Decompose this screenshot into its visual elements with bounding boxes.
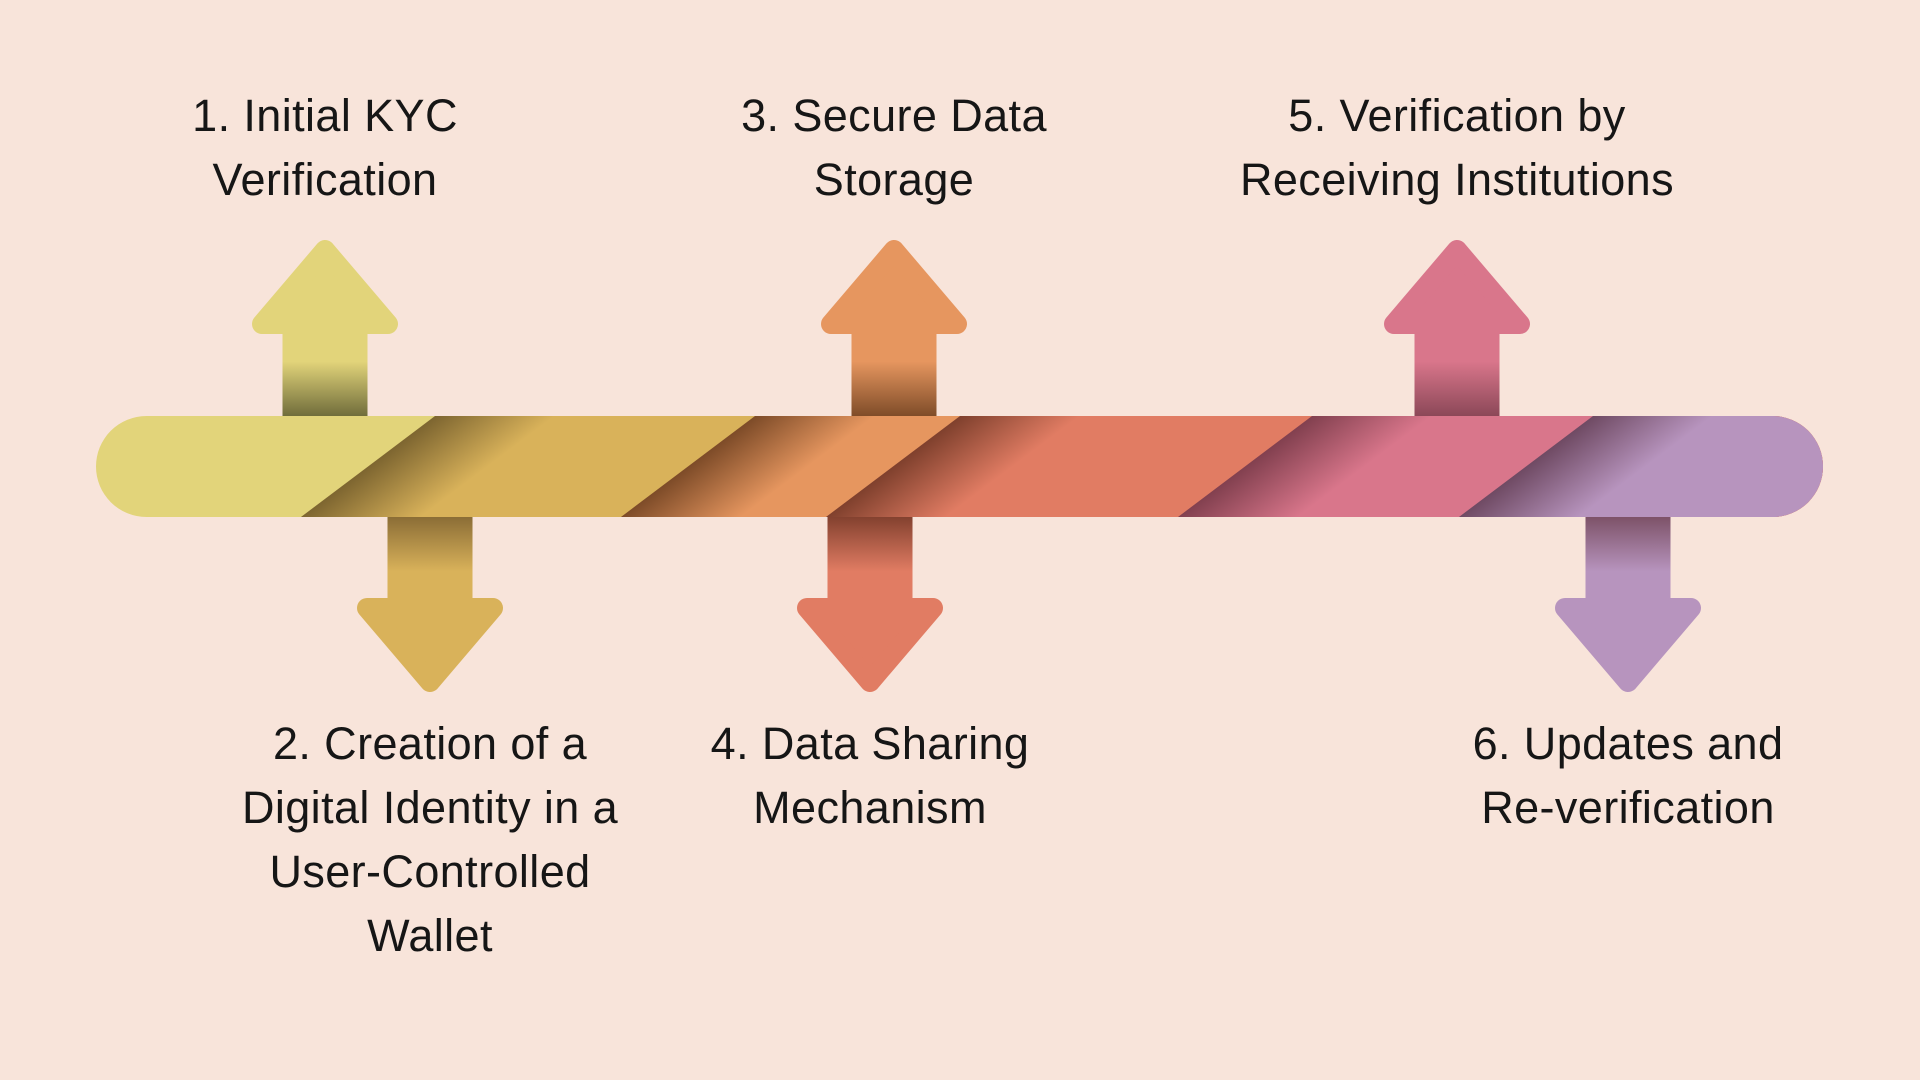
step-2-label: 2. Creation of a Digital Identity in a U…: [241, 718, 619, 961]
step-4-label: 4. Data Sharing Mechanism: [710, 718, 1030, 833]
arrow-down-icon: [355, 517, 505, 694]
step-3-label: 3. Secure Data Storage: [741, 90, 1047, 205]
arrow-up-icon: [250, 238, 400, 417]
arrow-down-icon: [795, 517, 945, 694]
step-6-label: 6. Updates and Re-verification: [1472, 718, 1784, 833]
arrow-up-icon: [1382, 238, 1532, 417]
arrow-up-icon: [819, 238, 969, 417]
arrow-down-icon: [1553, 517, 1703, 694]
timeline-ribbon: [96, 416, 1823, 517]
step-1-label: 1. Initial KYC Verification: [192, 90, 458, 205]
step-5-label: 5. Verification by Receiving Institution…: [1239, 90, 1674, 205]
